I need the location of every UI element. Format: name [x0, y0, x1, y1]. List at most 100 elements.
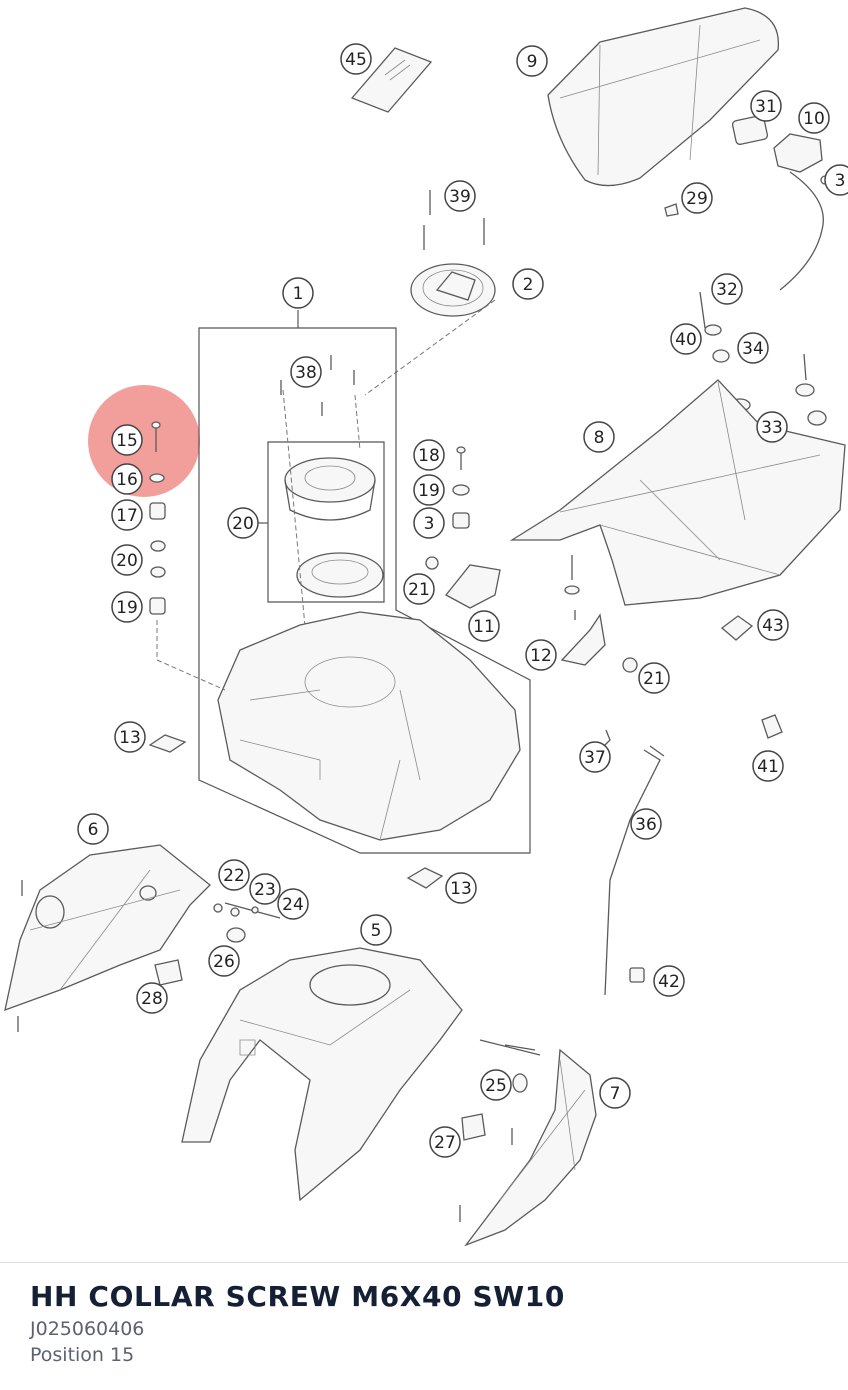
- callout-19[interactable]: 19: [111, 591, 143, 623]
- callout-2[interactable]: 2: [512, 268, 544, 300]
- part-grommet-25[interactable]: [512, 1073, 528, 1093]
- part-rider-seat[interactable]: [509, 379, 846, 606]
- callout-13[interactable]: 13: [445, 872, 477, 904]
- part-screw-18[interactable]: [452, 446, 470, 529]
- callout-label: 7: [610, 1084, 621, 1104]
- callout-label: 41: [757, 757, 779, 777]
- callout-11[interactable]: 11: [468, 610, 500, 642]
- part-fuel-pump[interactable]: [284, 457, 384, 598]
- callout-20[interactable]: 20: [227, 507, 259, 539]
- callout-45[interactable]: 45: [340, 43, 372, 75]
- callout-37[interactable]: 37: [579, 741, 611, 773]
- callout-3[interactable]: 3: [413, 507, 445, 539]
- callout-label: 29: [686, 189, 708, 209]
- part-tank-cover[interactable]: [181, 947, 463, 1202]
- callout-34[interactable]: 34: [737, 332, 769, 364]
- part-key-card[interactable]: [350, 47, 433, 113]
- callout-label: 20: [232, 514, 254, 534]
- callout-label: 13: [450, 879, 472, 899]
- callout-32[interactable]: 32: [711, 273, 743, 305]
- part-bushing-16[interactable]: [149, 473, 165, 483]
- callout-21[interactable]: 21: [403, 573, 435, 605]
- part-grommet-26[interactable]: [226, 927, 246, 943]
- callout-10[interactable]: 10: [798, 102, 830, 134]
- callout-15[interactable]: 15: [111, 424, 143, 456]
- callout-8[interactable]: 8: [583, 421, 615, 453]
- callout-33[interactable]: 33: [756, 411, 788, 443]
- callout-label: 37: [584, 748, 606, 768]
- part-rubber-pad-13[interactable]: [148, 734, 444, 889]
- callout-label: 19: [116, 598, 138, 618]
- callout-label: 19: [418, 481, 440, 501]
- callout-40[interactable]: 40: [670, 323, 702, 355]
- part-fuel-tank[interactable]: [217, 611, 521, 841]
- part-bracket-12[interactable]: [560, 555, 606, 666]
- callout-label: 18: [418, 446, 440, 466]
- callout-42[interactable]: 42: [653, 965, 685, 997]
- callout-41[interactable]: 41: [752, 750, 784, 782]
- part-clip-43[interactable]: [720, 615, 754, 641]
- callout-24[interactable]: 24: [277, 888, 309, 920]
- callout-18[interactable]: 18: [413, 439, 445, 471]
- part-clip-21[interactable]: [425, 556, 638, 673]
- part-bushing-27[interactable]: [461, 1113, 486, 1141]
- callout-13[interactable]: 13: [114, 721, 146, 753]
- part-fuel-cap[interactable]: [410, 263, 496, 317]
- callout-38[interactable]: 38: [290, 356, 322, 388]
- part-connector[interactable]: [731, 115, 769, 145]
- part-washer-19-left[interactable]: [150, 540, 166, 578]
- callout-12[interactable]: 12: [525, 639, 557, 671]
- callout-6[interactable]: 6: [77, 813, 109, 845]
- part-seat-lock[interactable]: [773, 133, 830, 291]
- callout-7[interactable]: 7: [599, 1077, 631, 1109]
- part-bushing-28[interactable]: [154, 959, 183, 986]
- callout-17[interactable]: 17: [111, 499, 143, 531]
- part-side-cover-left[interactable]: [4, 844, 211, 1012]
- part-hose-36[interactable]: [604, 745, 665, 996]
- callout-label: 13: [119, 728, 141, 748]
- part-collar-screw[interactable]: [151, 421, 161, 452]
- part-clip-37[interactable]: [604, 729, 611, 746]
- divider: [0, 1262, 848, 1263]
- part-rubber-buffer[interactable]: [664, 203, 679, 217]
- callout-label: 10: [803, 109, 825, 129]
- callout-16[interactable]: 16: [111, 463, 143, 495]
- part-screws-38[interactable]: [280, 355, 355, 416]
- part-grommet-20-left[interactable]: [149, 597, 166, 615]
- callout-label: 34: [742, 339, 764, 359]
- callout-label: 21: [408, 580, 430, 600]
- part-title: HH COLLAR SCREW M6X40 SW10: [30, 1280, 565, 1313]
- part-clip-42[interactable]: [629, 967, 645, 983]
- callout-28[interactable]: 28: [136, 982, 168, 1014]
- part-side-cover-right[interactable]: [464, 1048, 597, 1247]
- callout-label: 24: [282, 895, 304, 915]
- callout-5[interactable]: 5: [360, 914, 392, 946]
- callout-23[interactable]: 23: [249, 873, 281, 905]
- part-pillion-seat[interactable]: [547, 7, 780, 187]
- callout-19[interactable]: 19: [413, 474, 445, 506]
- callout-20[interactable]: 20: [111, 544, 143, 576]
- callout-29[interactable]: 29: [681, 182, 713, 214]
- callout-21[interactable]: 21: [638, 662, 670, 694]
- callout-label: 5: [371, 921, 382, 941]
- part-connector-41[interactable]: [761, 714, 783, 739]
- callout-26[interactable]: 26: [208, 945, 240, 977]
- part-screws-39[interactable]: [423, 190, 485, 250]
- callout-43[interactable]: 43: [757, 609, 789, 641]
- callout-39[interactable]: 39: [444, 180, 476, 212]
- callout-3[interactable]: 3: [824, 164, 848, 196]
- callout-36[interactable]: 36: [630, 808, 662, 840]
- callout-label: 17: [116, 506, 138, 526]
- highlight-marker: [88, 385, 200, 497]
- callout-22[interactable]: 22: [218, 859, 250, 891]
- callout-1[interactable]: 1: [282, 277, 314, 309]
- part-bracket-11[interactable]: [445, 564, 501, 609]
- part-fasteners-22-24[interactable]: [213, 902, 281, 919]
- callout-label: 40: [675, 330, 697, 350]
- callout-31[interactable]: 31: [750, 90, 782, 122]
- callout-27[interactable]: 27: [429, 1126, 461, 1158]
- callout-label: 15: [116, 431, 138, 451]
- part-nut-17[interactable]: [149, 502, 166, 520]
- callout-25[interactable]: 25: [480, 1069, 512, 1101]
- callout-9[interactable]: 9: [516, 45, 548, 77]
